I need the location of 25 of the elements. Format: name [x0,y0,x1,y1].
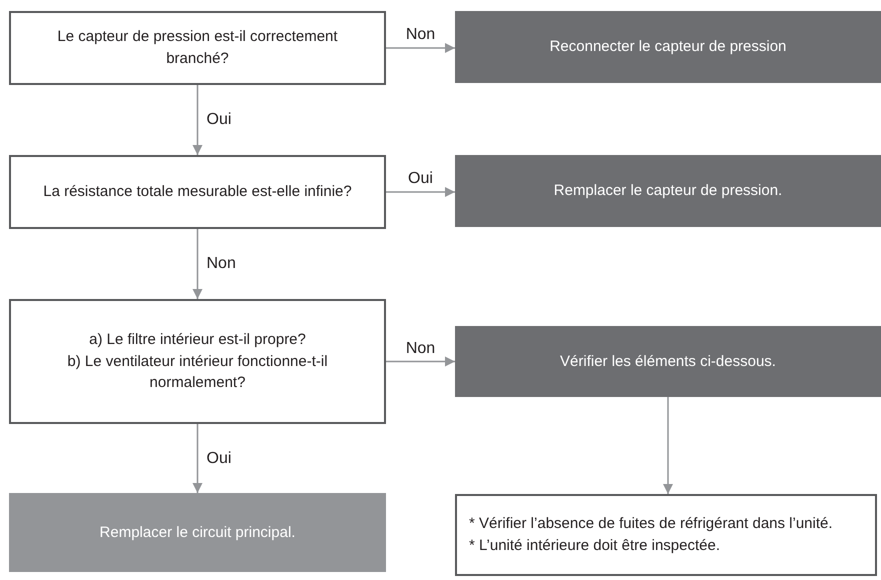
action-box [455,326,881,397]
action-box [9,493,386,572]
node-text: Remplacer le circuit principal. [98,522,296,543]
node-text: * Vérifier l’absence de fuites de réfrigérant dans l’unité. [468,514,834,534]
node-text: Remplacer le capteur de pression. [552,181,784,202]
node-text: a) Le filtre intérieur est-il propre? [88,330,307,350]
node-text: Vérifier les éléments ci-dessous. [559,352,777,372]
note-box [455,494,877,576]
decision-box [9,11,386,85]
node-text: b) Le ventilateur intérieur fonctionne-t-il normalement? [66,352,329,394]
decision-box [9,155,386,229]
node-text: La résistance totale mesurable est-elle infinie? [42,182,353,202]
arrow [386,187,455,197]
arrow [192,424,202,493]
decision-box [9,299,386,424]
arrow [663,397,673,494]
arrow [386,356,455,366]
arrow [192,229,202,299]
action-box [455,155,881,227]
arrow [192,85,202,155]
action-box [455,11,881,83]
node-text: Reconnecter le capteur de pression [548,37,788,58]
node-text: * L’unité intérieure doit être inspectée. [468,536,721,556]
node-text: Le capteur de pression est-il correctement branché? [56,27,339,69]
arrow [386,43,455,53]
